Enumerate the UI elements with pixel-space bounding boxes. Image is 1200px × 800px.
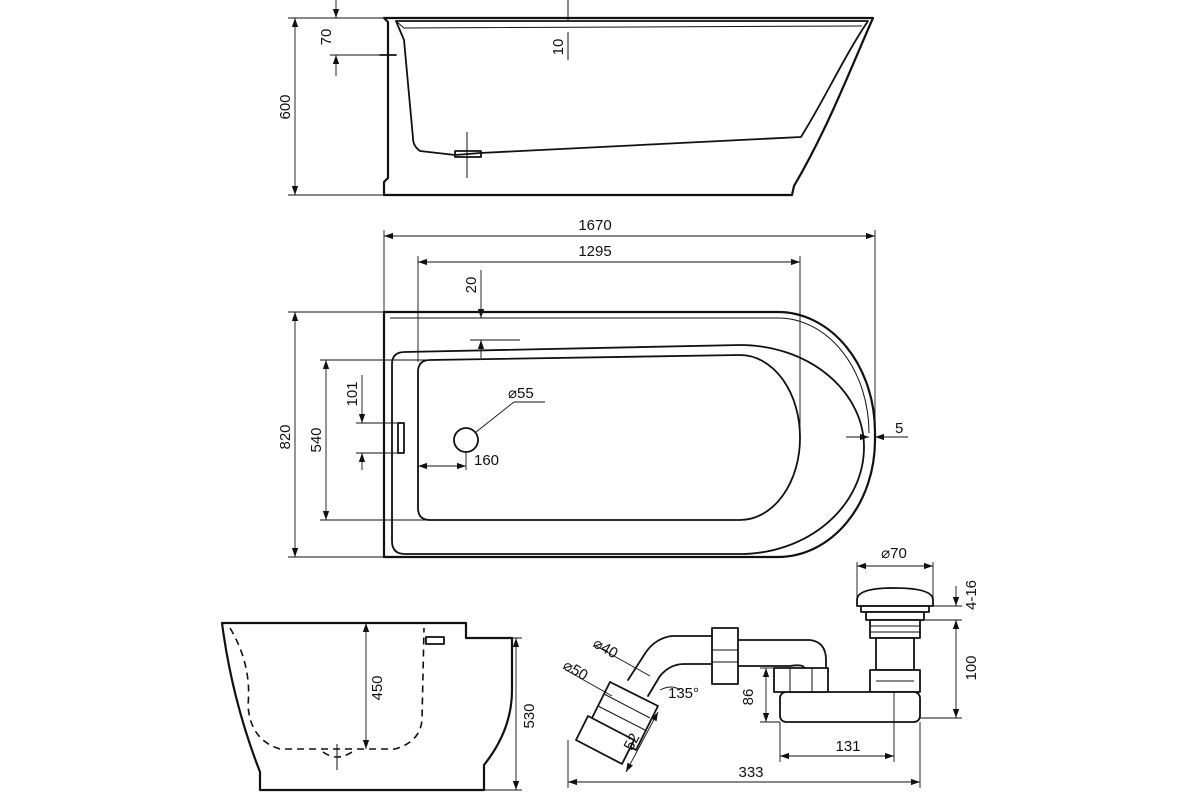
top-view: 1670 1295 20 820 540 101 ⌀55 1 (277, 217, 908, 559)
siphon-pipe-connector (711, 627, 739, 685)
dim-total-length-label: 333 (738, 764, 763, 781)
dim-drain-height-label: 100 (963, 655, 980, 680)
side-view-outer-shell (382, 16, 875, 197)
top-view-drain-hole (453, 427, 479, 453)
siphon-drain-body (875, 637, 915, 671)
dim-plug-diameter-label: ⌀70 (881, 545, 907, 562)
dim-overflow-spacing-label: 101 (344, 381, 361, 406)
dim-drain-offset-label: 160 (474, 452, 499, 469)
side-view-drain-fitting (454, 150, 482, 158)
dim-outlet-diameter-leader (565, 669, 613, 697)
end-view-outer-outline (220, 621, 514, 792)
siphon-overflow-coupler (773, 667, 829, 693)
siphon-trap-body (779, 691, 921, 723)
dim-overall-height-label: 600 (277, 94, 294, 119)
dim-bend-angle-label: 135° (668, 685, 699, 702)
side-view: 600 70 10 (277, 0, 875, 197)
siphon-angled-pipe (627, 635, 713, 697)
dim-pipe-diameter-leader (595, 645, 651, 677)
dim-inner-width-label: 540 (308, 427, 325, 452)
dim-overall-width-label: 820 (277, 424, 294, 449)
top-view-rim-line (390, 317, 870, 434)
dim-outlet-length-line (625, 711, 659, 773)
dim-overflow-height-label: 70 (318, 29, 335, 46)
siphon-drain-nut (869, 619, 921, 639)
dim-outlet-diameter-label: ⌀50 (560, 657, 591, 685)
siphon-plug-cap (856, 587, 934, 607)
siphon-outlet-sleeve (575, 715, 635, 765)
end-view-overflow-fitting (425, 636, 445, 645)
side-view-rim-edge (395, 20, 863, 29)
top-view-overflow-slot (397, 422, 405, 454)
siphon-overflow-pipe (737, 639, 827, 669)
dim-rim-offset-label: 20 (463, 277, 480, 294)
top-view-basin-outline (391, 344, 865, 555)
dim-plug-travel-label: 4-16 (963, 580, 980, 610)
dim-bend-angle-arc (659, 686, 681, 691)
dim-overall-length-label: 1670 (578, 217, 611, 234)
siphon-plug-collar (865, 611, 925, 621)
dim-trap-height-label: 86 (740, 689, 757, 706)
dim-drain-diameter-leader (475, 401, 515, 433)
top-view-basin-floor (417, 354, 801, 521)
dim-drain-diameter-label: ⌀55 (508, 385, 534, 402)
end-view-inner-dashed (229, 627, 425, 750)
dim-wall-gap-label: 5 (895, 420, 903, 437)
dim-outer-height-label: 530 (521, 703, 538, 728)
dim-inner-depth-label: 450 (369, 675, 386, 700)
siphon-assembly: ⌀70 4-16 100 ⌀40 ⌀50 135° 86 131 52 (560, 545, 980, 788)
side-view-inner-basin (395, 20, 869, 156)
end-view: 450 530 (220, 621, 538, 792)
dim-pipe-diameter-label: ⌀40 (590, 635, 621, 663)
dim-rim-thickness-label: 10 (550, 39, 567, 56)
dim-inner-length-label: 1295 (578, 243, 611, 260)
dim-outlet-length-label: 52 (621, 731, 644, 754)
dim-trap-length-label: 131 (835, 738, 860, 755)
